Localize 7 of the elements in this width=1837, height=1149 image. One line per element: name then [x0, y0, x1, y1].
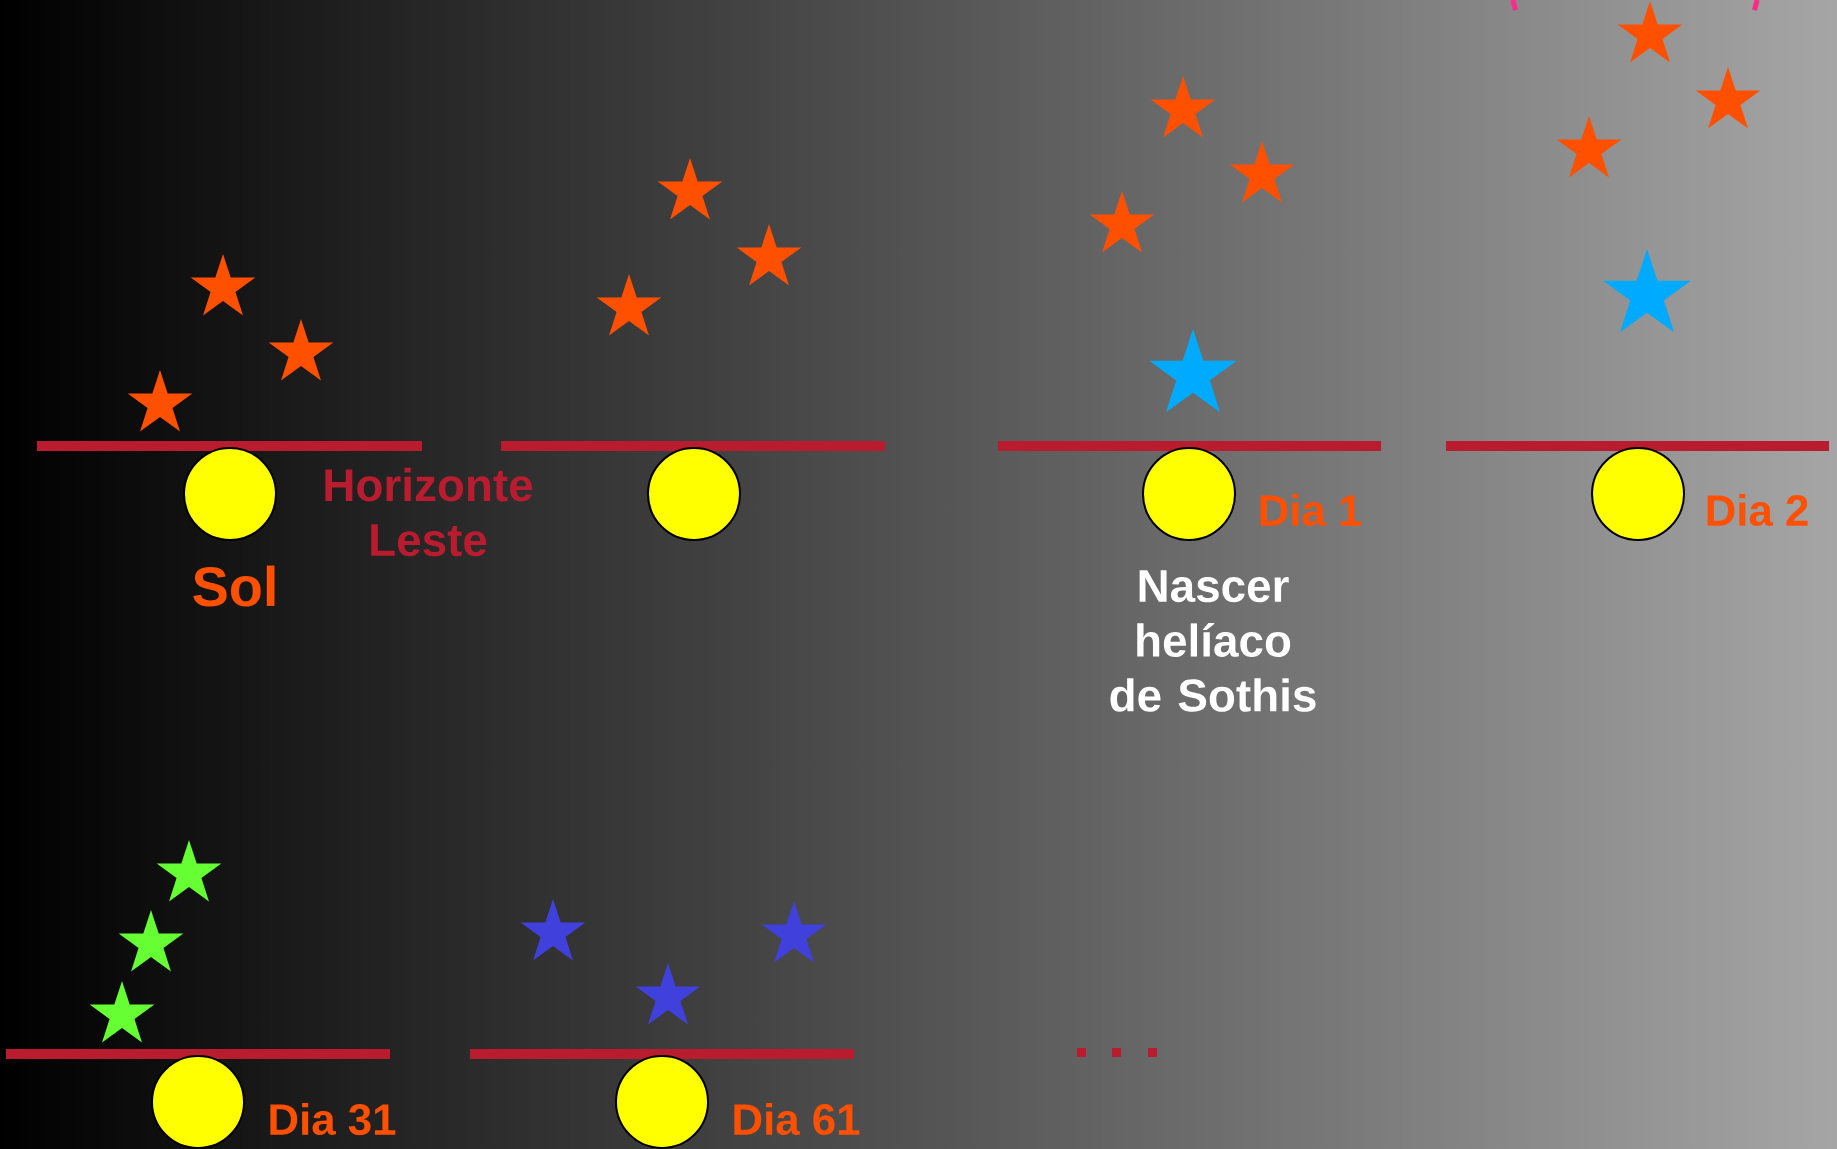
label: Dia 2	[1707, 493, 1808, 527]
label: Dia 1	[1260, 493, 1362, 527]
label: Sol	[193, 565, 275, 607]
label: Dia 31	[270, 1102, 396, 1136]
label: Dia 61	[734, 1102, 860, 1136]
label: Nascer helíaco de Sothis	[1110, 570, 1316, 712]
label: Horizonte Leste	[325, 467, 533, 557]
